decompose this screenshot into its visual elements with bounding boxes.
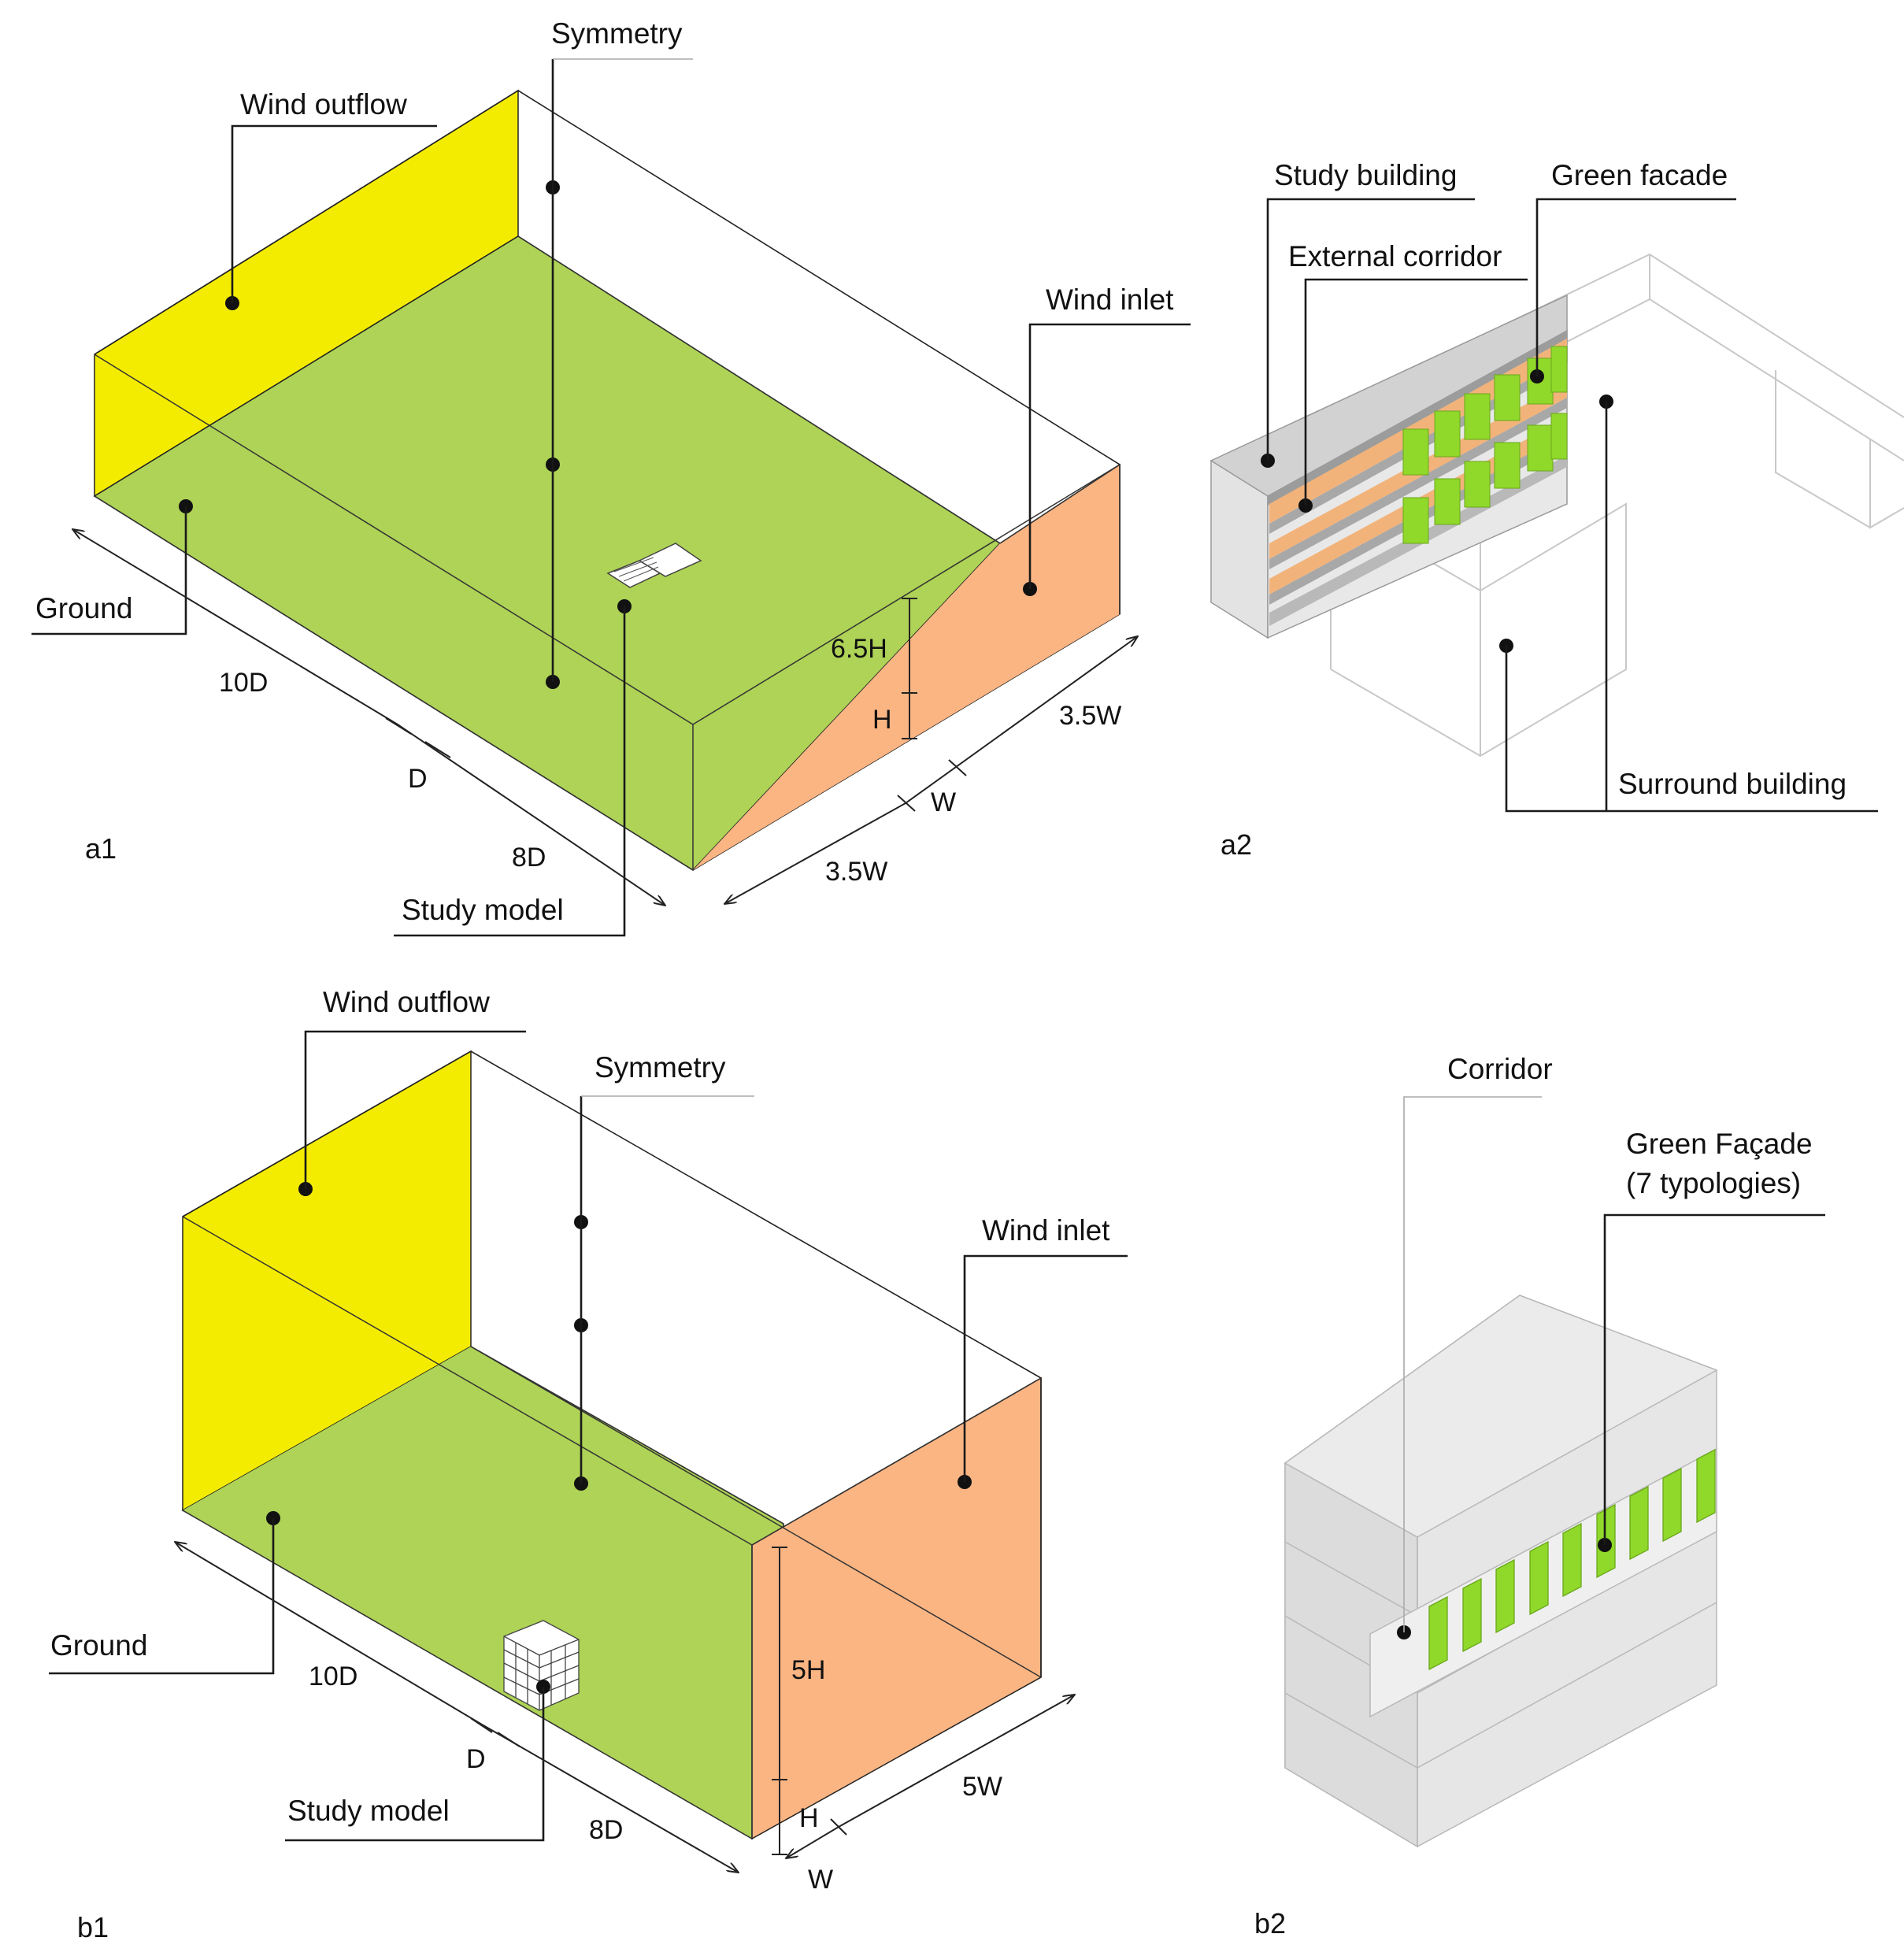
b1-ground-face-lower xyxy=(183,1347,752,1839)
a1-dim-d: D xyxy=(408,764,428,794)
a2-study-building-label: Study building xyxy=(1274,159,1457,191)
a1-wind-outflow-label: Wind outflow xyxy=(240,88,407,120)
b1-dim-h: H xyxy=(799,1803,819,1833)
b1-study-model-label: Study model xyxy=(287,1795,450,1827)
a2-panel-label: a2 xyxy=(1221,828,1252,861)
b2-corridor-label: Corridor xyxy=(1447,1053,1553,1085)
b1-dim-10d: 10D xyxy=(309,1662,357,1691)
panel-b1: Wind outflow Symmetry Wind inlet Ground … xyxy=(49,986,1128,1943)
b1-wind-outflow-label: Wind outflow xyxy=(323,986,490,1018)
a1-symmetry-label: Symmetry xyxy=(551,17,683,50)
a1-study-model-label: Study model xyxy=(402,894,564,926)
a1-ground-label: Ground xyxy=(35,592,132,624)
b1-dim-5w: 5W xyxy=(962,1772,1002,1802)
b1-wind-inlet-face xyxy=(751,1376,1042,1840)
a1-study-model-icon xyxy=(606,543,702,588)
b2-green-facade-label-line1: Green Façade xyxy=(1626,1128,1813,1160)
a1-dim-8d: 8D xyxy=(512,843,546,872)
a2-green-facade-label: Green facade xyxy=(1551,159,1728,191)
b1-study-model-icon xyxy=(503,1620,580,1711)
a1-dim-h: H xyxy=(872,705,892,735)
b1-ground-label: Ground xyxy=(50,1629,147,1662)
b1-dim-w: W xyxy=(808,1865,833,1895)
b1-dim-5h: 5H xyxy=(791,1655,825,1685)
b1-symmetry-label: Symmetry xyxy=(595,1051,726,1084)
b2-green-facade-label-line2: (7 typologies) xyxy=(1626,1167,1801,1199)
b1-dim-d: D xyxy=(466,1744,486,1774)
a1-wind-inlet-label: Wind inlet xyxy=(1046,283,1174,316)
a1-dim-10d: 10D xyxy=(219,668,268,698)
a2-surround-building-label: Surround building xyxy=(1618,768,1847,800)
b1-panel-label: b1 xyxy=(77,1911,109,1943)
a1-dim-w: W xyxy=(931,787,956,817)
a1-panel-label: a1 xyxy=(85,832,117,865)
a1-dim-3-5w-far: 3.5W xyxy=(1059,701,1121,731)
a1-dim-3-5w-near: 3.5W xyxy=(825,857,887,887)
b1-dim-8d: 8D xyxy=(589,1815,623,1845)
panel-a2: Study building External corridor Green f… xyxy=(1209,159,1904,861)
panel-a1: Wind outflow Symmetry Wind inlet Ground … xyxy=(31,17,1191,937)
b2-panel-label: b2 xyxy=(1254,1907,1286,1939)
a1-dim-6-5h: 6.5H xyxy=(831,634,887,664)
a2-external-corridor-label: External corridor xyxy=(1288,240,1502,272)
a2-study-building xyxy=(1209,294,1568,639)
b1-wind-inlet-label: Wind inlet xyxy=(982,1214,1110,1247)
b2-green-facade-fins xyxy=(1428,1448,1716,1671)
panel-b2: Corridor Green Façade (7 typologies) b2 xyxy=(1254,1053,1825,1939)
